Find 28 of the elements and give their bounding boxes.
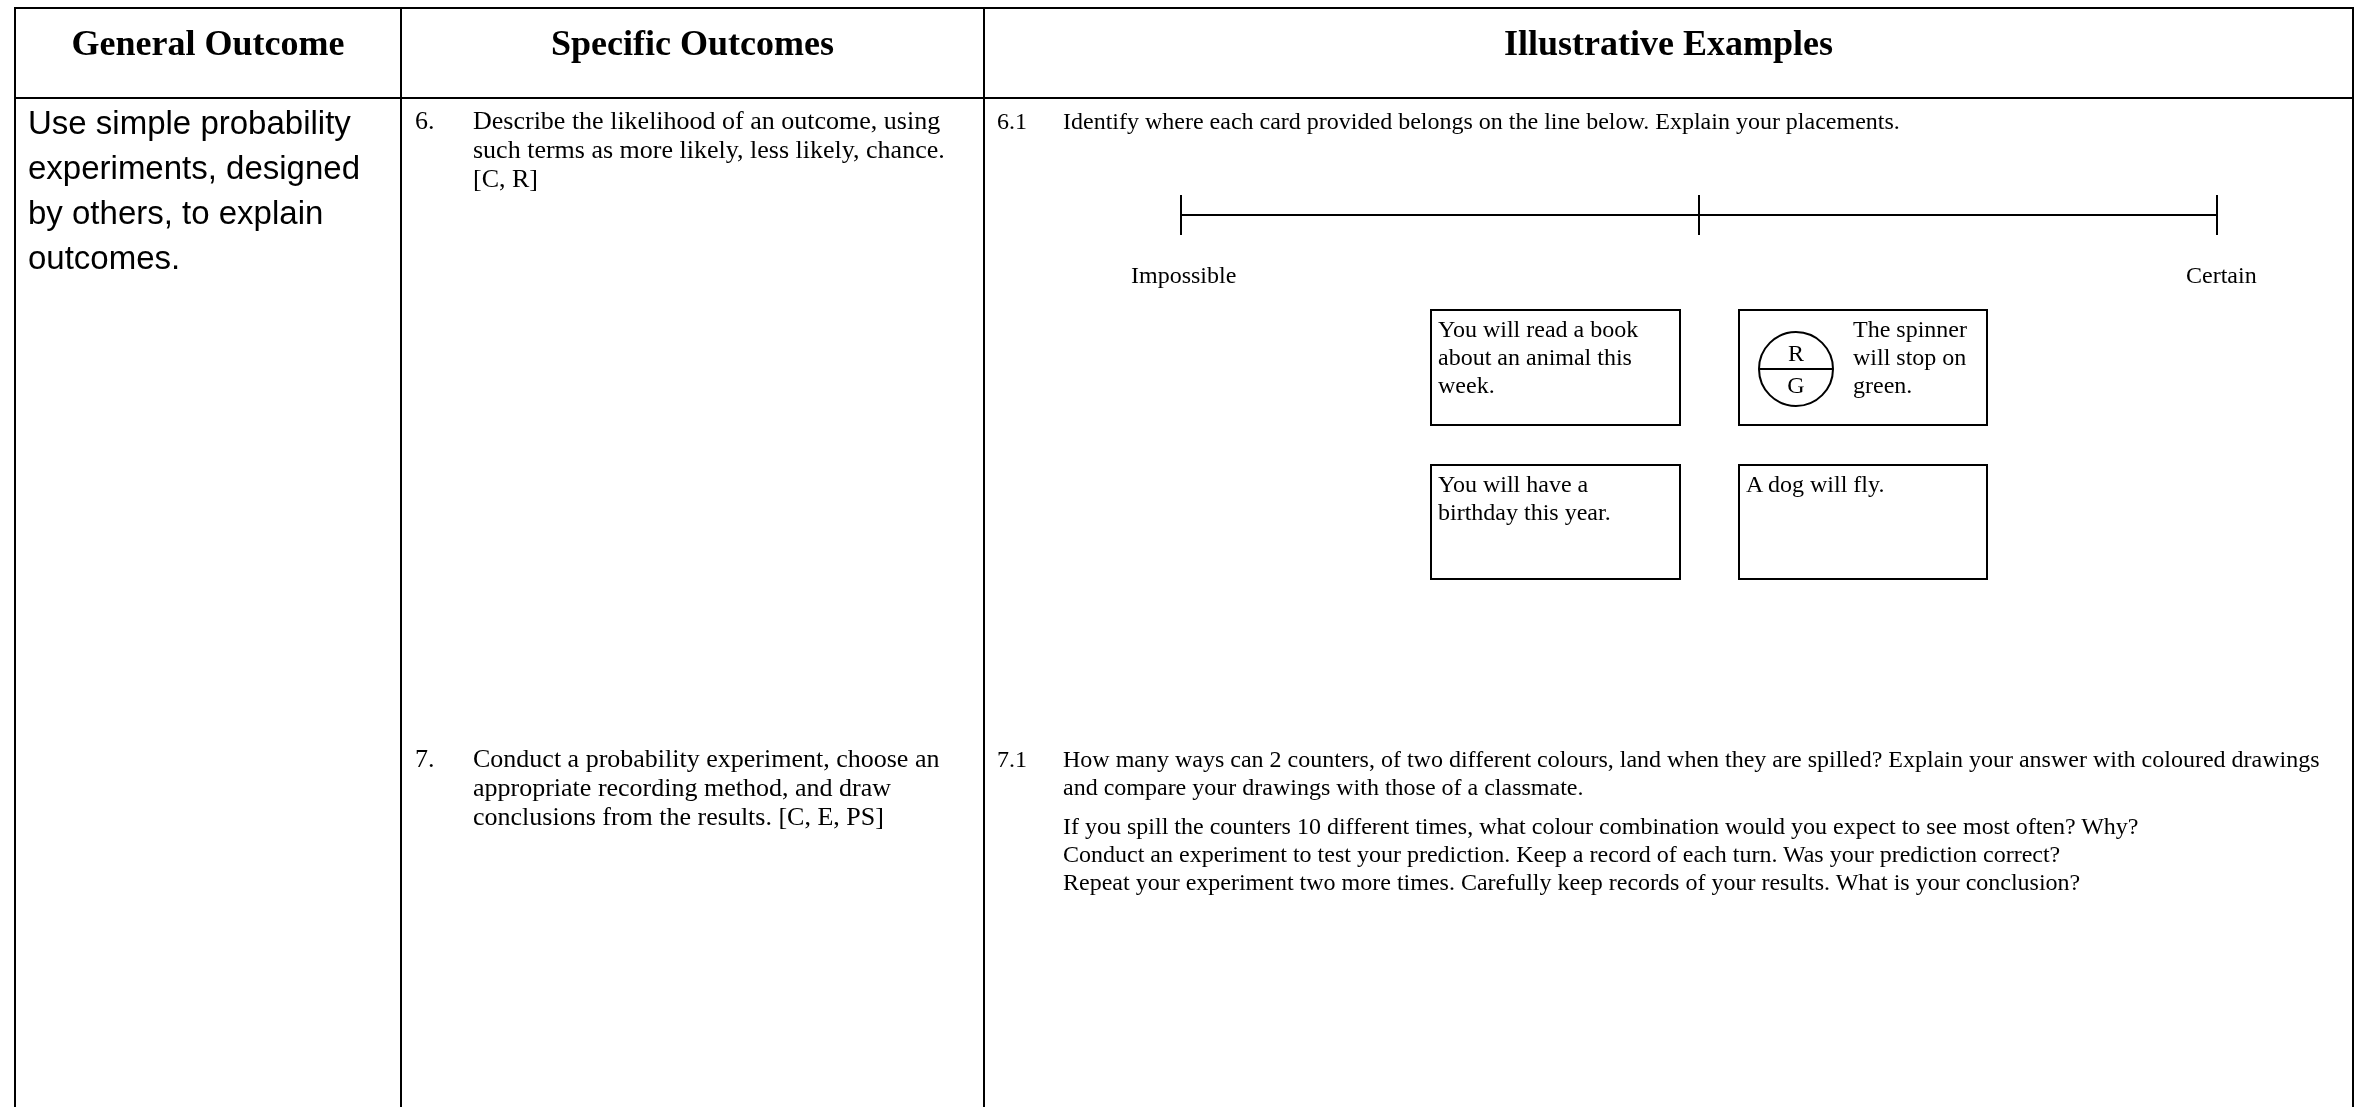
example-number: 7.1	[997, 745, 1028, 773]
outcome-number: 7.	[415, 744, 436, 773]
card	[1738, 464, 1988, 580]
card-text: A dog will fly.	[1746, 470, 1886, 498]
sector-label: R	[1787, 339, 1805, 367]
card	[1430, 309, 1681, 426]
card-text: You will read a book about an animal this week.	[1438, 315, 1640, 399]
column-header: General Outcome	[70, 22, 346, 64]
outcome-text: Conduct a probability experiment, choose an appropriate recording method, and draw conclusions from the results. [C, E, PS]	[473, 744, 941, 831]
outcome-number: 6.	[415, 106, 436, 135]
sector-label: G	[1786, 371, 1806, 399]
outcome-text: Describe the likelihood of an outcome, using such terms as more likely, less likely, chance. [C, R]	[473, 106, 946, 193]
scale-label: Impossible	[1131, 261, 1237, 289]
example-text: Identify where each card provided belongs on the line below. Explain your placements.	[1063, 107, 1901, 135]
example-text: Conduct an experiment to test your prediction. Keep a record of each turn. Was your prediction correct?	[1063, 840, 2062, 868]
outcome-text: Use simple probability experiments, designed by others, to explain outcomes.	[28, 103, 362, 278]
spinner-icon	[1758, 331, 1834, 407]
example-text: Repeat your experiment two more times. Carefully keep records of your results. What is your conclusion?	[1063, 868, 2082, 896]
column-header: Specific Outcomes	[550, 22, 835, 64]
scale-label: Certain	[2186, 261, 2257, 289]
card	[1738, 309, 1988, 426]
card-text: You will have a birthday this year.	[1438, 470, 1612, 526]
example-text: If you spill the counters 10 different times, what colour combination would you expect to see most often? Why?	[1063, 812, 2140, 840]
example-text: How many ways can 2 counters, of two different colours, land when they are spilled? Explain your answer with coloured drawings and compare your drawings with those of a classmate.	[1063, 745, 2321, 801]
card	[1430, 464, 1681, 580]
column-header: Illustrative Examples	[1503, 22, 1834, 64]
example-number: 6.1	[997, 107, 1028, 135]
card-text: The spinner will stop on green.	[1853, 315, 1968, 399]
